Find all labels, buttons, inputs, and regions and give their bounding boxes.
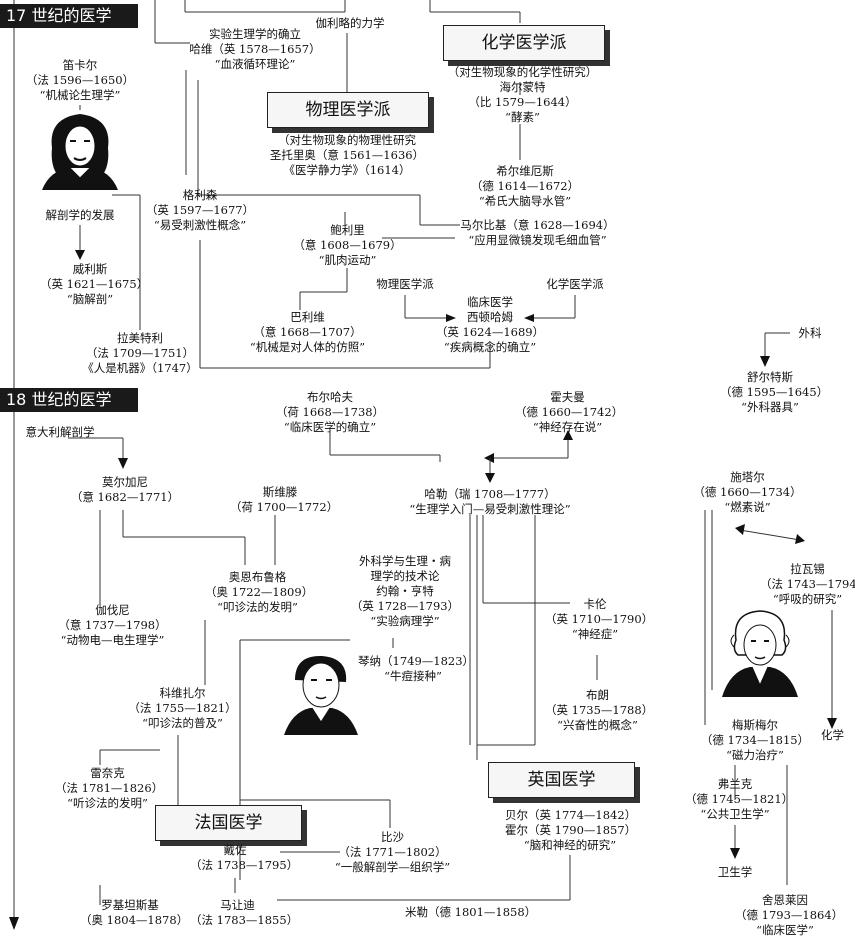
node-descartes: 笛卡尔（法 1596—1650）“机械论生理学” (25, 58, 135, 102)
node-swieten: 斯维滕（荷 1700—1772） (230, 485, 339, 514)
node-italian-anatomy: 意大利解剖学 (25, 425, 95, 439)
node-physical-school-label: 物理医学派 (376, 277, 434, 291)
box-chemical-school: 化学医学派 (443, 25, 605, 61)
node-sydenham: 临床医学西顿哈姆（英 1624—1689）“疾病概念的确立” (435, 295, 545, 354)
node-desault: 戴佐（法 1738—1795） (190, 843, 299, 872)
node-phys-desc: （对生物现象的物理性研究圣托里奥（意 1561—1636）《医学静力学》（161… (269, 133, 425, 177)
node-harvey: 实验生理学的确立哈维（英 1578—1657）“血液循环理论” (189, 27, 321, 71)
node-anatomy-development: 解剖学的发展 (45, 208, 115, 222)
box-physical-school: 物理医学派 (267, 92, 429, 128)
box-french-medicine: 法国医学 (155, 805, 302, 841)
node-lamettrie: 拉美特利（法 1709—1751）《人是机器》（1747） (82, 331, 198, 375)
node-chemical-school-label: 化学医学派 (546, 277, 604, 291)
node-malpighi: 马尔比基（意 1628—1694）“应用显微镜发现毛细血管” (460, 218, 615, 247)
header-18th-century: 18 世纪的医学 (0, 388, 138, 412)
node-chemistry: 化学 (821, 728, 844, 742)
node-brown: 布朗（英 1735—1788）“兴奋性的概念” (545, 688, 654, 732)
node-galileo: 伽利略的力学 (315, 16, 385, 30)
node-magendie: 马让迪（法 1783—1855） (190, 898, 299, 927)
node-boerhaave: 布尔哈夫（荷 1668—1738）“临床医学的确立” (275, 390, 385, 434)
node-haller: 哈勒（瑞 1708—1777）“生理学入门—易受刺激性理论” (409, 487, 571, 516)
node-rokitansky: 罗基坦斯基（奥 1804—1878） (80, 898, 189, 927)
node-glisson: 格利森（英 1597—1677）“易受刺激性概念” (145, 188, 255, 232)
node-morgagni: 莫尔加尼（意 1682—1771） (70, 475, 180, 504)
node-auenbrugger: 奥恩布鲁格（奥 1722—1809）“叩诊法的发明” (205, 570, 314, 614)
node-willis: 威利斯（英 1621—1675）“脑解剖” (40, 262, 149, 306)
node-mesmer: 梅斯梅尔（德 1734—1815）“磁力治疗” (700, 718, 810, 762)
node-galvani: 伽伐尼（意 1737—1798）“动物电—电生理学” (58, 603, 167, 647)
descartes-portrait (42, 114, 118, 190)
node-sylvius: 希尔维厄斯（德 1614—1672）“希氏大脑导水管” (470, 164, 580, 208)
box-british-medicine: 英国医学 (488, 762, 635, 798)
node-laennec: 雷奈克（法 1781—1826）“听诊法的发明” (55, 766, 164, 810)
node-scultetus: 舒尔特斯（德 1595—1645）“外科器具” (720, 370, 829, 414)
node-frank: 弗兰克（德 1745—1821）“公共卫生学” (685, 777, 794, 821)
node-hunter: 外科学与生理・病理学的技术论约翰・亨特（英 1728—1793）“实验病理学” (350, 554, 460, 628)
node-surgery: 外科 (798, 326, 822, 340)
node-lavoisier: 拉瓦锡（法 1743—1794）“呼吸的研究” (760, 562, 855, 606)
node-chem-desc: （对生物现象的化学性研究）海尔蒙特（比 1579—1644）“酵素” (447, 65, 598, 124)
node-jenner: 琴纳（1749—1823）“牛痘接种” (358, 654, 475, 683)
node-schonlein: 舍恩莱因（德 1793—1864）“临床医学” (735, 893, 844, 937)
node-bell-hall: 贝尔（英 1774—1842）霍尔（英 1790—1857）“脑和神经的研究” (505, 808, 637, 852)
node-bichat: 比沙（法 1771—1802）“一般解剖学—组织学” (334, 830, 451, 874)
node-baglivi: 巴利维（意 1668—1707）“机械是对人体的仿照” (249, 310, 366, 354)
node-hygiene: 卫生学 (717, 865, 753, 879)
lavoisier-portrait (722, 610, 798, 697)
node-corvisart: 科维扎尔（法 1755—1821）“叩诊法的普及” (128, 686, 237, 730)
node-borelli: 鲍利里（意 1608—1679）“肌肉运动” (293, 223, 402, 267)
header-17th-century: 17 世纪的医学 (0, 4, 138, 28)
jenner-portrait (284, 655, 358, 735)
node-muller: 米勒（德 1801—1858） (405, 905, 537, 919)
node-stahl: 施塔尔（德 1660—1734）“燃素说” (693, 470, 802, 514)
node-hoffmann: 霍夫曼（德 1660—1742）“神经存在说” (515, 390, 624, 434)
node-cullen: 卡伦（英 1710—1790）“神经症” (545, 597, 654, 641)
